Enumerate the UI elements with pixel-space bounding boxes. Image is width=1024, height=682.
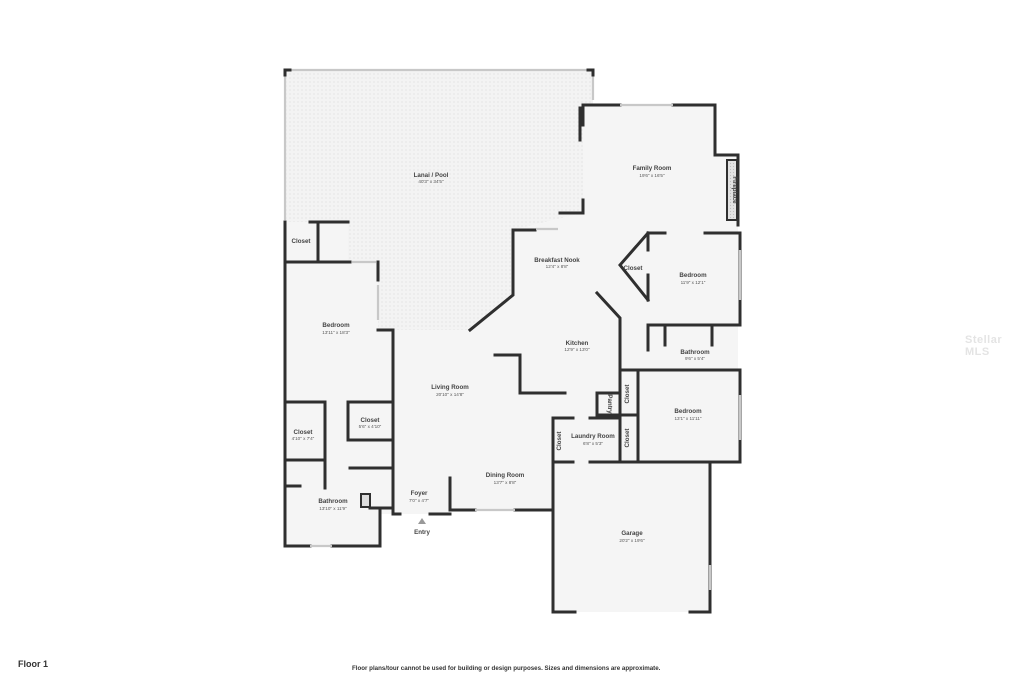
room-labels: Lanai / Pool 40'3" x 34'5" Family Room 1… [292,165,738,543]
room-foyer-dim: 7'0" x 4'7" [409,498,429,503]
room-living-dim: 20'10" x 14'8" [436,392,464,397]
entry-label: Entry [414,529,430,536]
closet-nw-label: Closet [292,238,311,245]
closet-w2-name: Closet [361,417,380,424]
room-nook-dim: 12'4" x 8'8" [546,264,569,269]
room-garage-dim: 20'2" x 19'6" [619,538,645,543]
closet-w1-name: Closet [294,429,313,436]
room-lanai-dim: 40'3" x 34'5" [418,179,444,184]
floor-label: Floor 1 [18,659,49,669]
room-bedroom-w-name: Bedroom [322,322,350,329]
room-dining-name: Dining Room [486,472,525,479]
entry-arrow-icon [418,518,426,524]
room-family-name: Family Room [633,165,672,172]
room-bedroom-w-dim: 13'11" x 18'3" [322,330,350,335]
room-foyer-name: Foyer [411,490,428,497]
walls [283,103,742,614]
room-bath-w-name: Bathroom [318,498,348,505]
room-bedroom-e-name: Bedroom [674,408,702,415]
room-bath-e-dim: 9'6" x 5'4" [685,356,705,361]
windows [310,103,742,590]
closet-l-label: Closet [556,432,563,451]
room-laundry-name: Laundry Room [571,433,615,440]
room-garage-name: Garage [621,530,643,537]
room-laundry-dim: 6'8" x 5'3" [583,441,603,446]
room-bedroom-ne-name: Bedroom [679,272,707,279]
room-kitchen-dim: 12'9" x 13'0" [564,347,590,352]
fireplace-label: Fireplace [731,176,738,204]
room-family-dim: 19'6" x 16'5" [639,173,665,178]
closet-w1-dim: 4'10" x 7'4" [292,436,315,441]
disclaimer: Floor plans/tour cannot be used for buil… [352,665,661,672]
closet-tri-label: Closet [624,265,643,272]
room-dining-dim: 13'7" x 8'8" [494,480,517,485]
room-bath-w-dim: 13'10" x 11'9" [319,506,347,511]
room-lanai-name: Lanai / Pool [414,172,449,179]
room-kitchen-name: Kitchen [566,340,589,347]
closet-e2-label: Closet [624,429,631,448]
room-bath-e-name: Bathroom [680,349,710,356]
closet-e1-label: Closet [624,385,631,404]
pantry-label: Pantry [606,394,613,414]
room-living-name: Living Room [431,384,469,391]
lanai-floor [285,70,593,330]
room-bedroom-e-dim: 13'1" x 11'11" [674,416,701,421]
watermark: Stellar MLS [965,334,1003,358]
closet-w2-dim: 5'6" x 4'10" [359,424,382,429]
room-nook-name: Breakfast Nook [534,257,580,264]
room-bedroom-ne-dim: 11'9" x 12'1" [681,280,706,285]
